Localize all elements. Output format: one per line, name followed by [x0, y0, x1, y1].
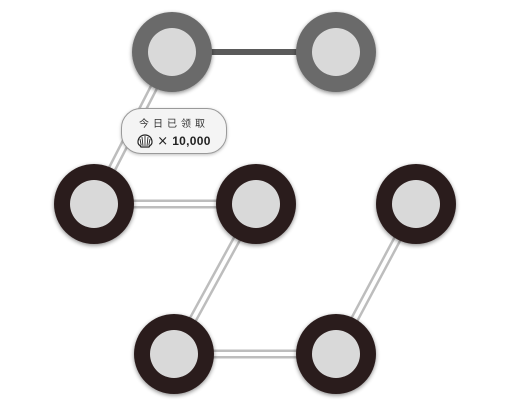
reward-amount: 10,000 [172, 134, 211, 148]
reward-node-mid-3[interactable] [376, 164, 456, 244]
node-center [148, 28, 196, 76]
node-center [392, 180, 440, 228]
reward-amount-row: × 10,000 [122, 133, 226, 149]
reward-node-bot-1[interactable] [134, 314, 214, 394]
multiply-sign: × [157, 133, 169, 149]
reward-nodes [54, 12, 456, 394]
claimed-today-tooltip: 今日已领取 × 10,000 [121, 108, 227, 154]
reward-node-top-1[interactable] [132, 12, 212, 92]
reward-node-mid-2[interactable] [216, 164, 296, 244]
claimed-today-label: 今日已领取 [139, 119, 209, 130]
node-center [150, 330, 198, 378]
node-center [232, 180, 280, 228]
reward-node-top-2[interactable] [296, 12, 376, 92]
node-center [312, 330, 360, 378]
shell-icon [137, 134, 153, 148]
reward-node-mid-1[interactable] [54, 164, 134, 244]
node-center [312, 28, 360, 76]
node-center [70, 180, 118, 228]
reward-node-bot-2[interactable] [296, 314, 376, 394]
